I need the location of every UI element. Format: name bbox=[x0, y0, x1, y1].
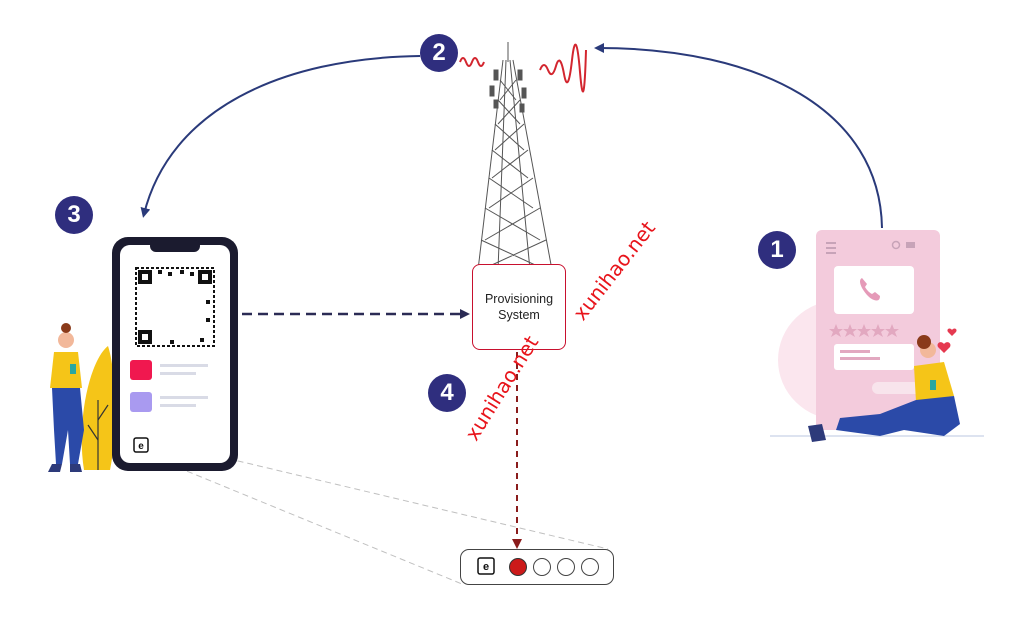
sim-slot-empty bbox=[556, 557, 575, 576]
step-badge-2: 2 bbox=[420, 34, 458, 72]
step-badge-4: 4 bbox=[428, 374, 466, 412]
left-person-illustration bbox=[48, 323, 84, 472]
provisioning-label-line2: System bbox=[498, 308, 540, 322]
tray-chip-glyph: e bbox=[482, 561, 488, 573]
sim-tray: e bbox=[460, 549, 614, 585]
search-icon bbox=[891, 240, 901, 250]
guide-line-bottom bbox=[149, 455, 463, 585]
sim-tray-contents: e bbox=[476, 556, 599, 576]
provisioning-label-line1: Provisioning bbox=[484, 292, 554, 306]
signal-wave-right bbox=[539, 43, 587, 93]
sim-slot-empty bbox=[532, 557, 551, 576]
esim-chip-icon: e bbox=[133, 437, 149, 453]
arrow-tower-to-phone bbox=[140, 55, 421, 218]
cart-icon bbox=[906, 242, 915, 248]
esim-chip-icon bbox=[476, 556, 495, 575]
step-badge-1: 1 bbox=[758, 231, 796, 269]
star-icon bbox=[829, 324, 899, 337]
phone-call-icon bbox=[860, 278, 880, 301]
heart-icon bbox=[937, 342, 951, 353]
cell-tower-icon bbox=[477, 42, 553, 271]
sim-slot-empty bbox=[580, 557, 599, 576]
arrow-user-to-tower bbox=[594, 43, 883, 229]
sim-slot-active bbox=[508, 557, 527, 576]
left-plant-illustration bbox=[81, 346, 116, 470]
phone-chip-glyph: e bbox=[138, 441, 144, 452]
store-card-illustration bbox=[778, 230, 940, 430]
guide-line-top bbox=[149, 439, 609, 550]
phone-list-items bbox=[130, 360, 208, 412]
step-badge-3: 3 bbox=[55, 196, 93, 234]
right-person-illustration bbox=[808, 328, 960, 442]
qr-code-icon bbox=[135, 267, 215, 347]
provisioning-system-box: Provisioning System bbox=[472, 264, 566, 350]
signal-wave-left bbox=[459, 57, 485, 67]
